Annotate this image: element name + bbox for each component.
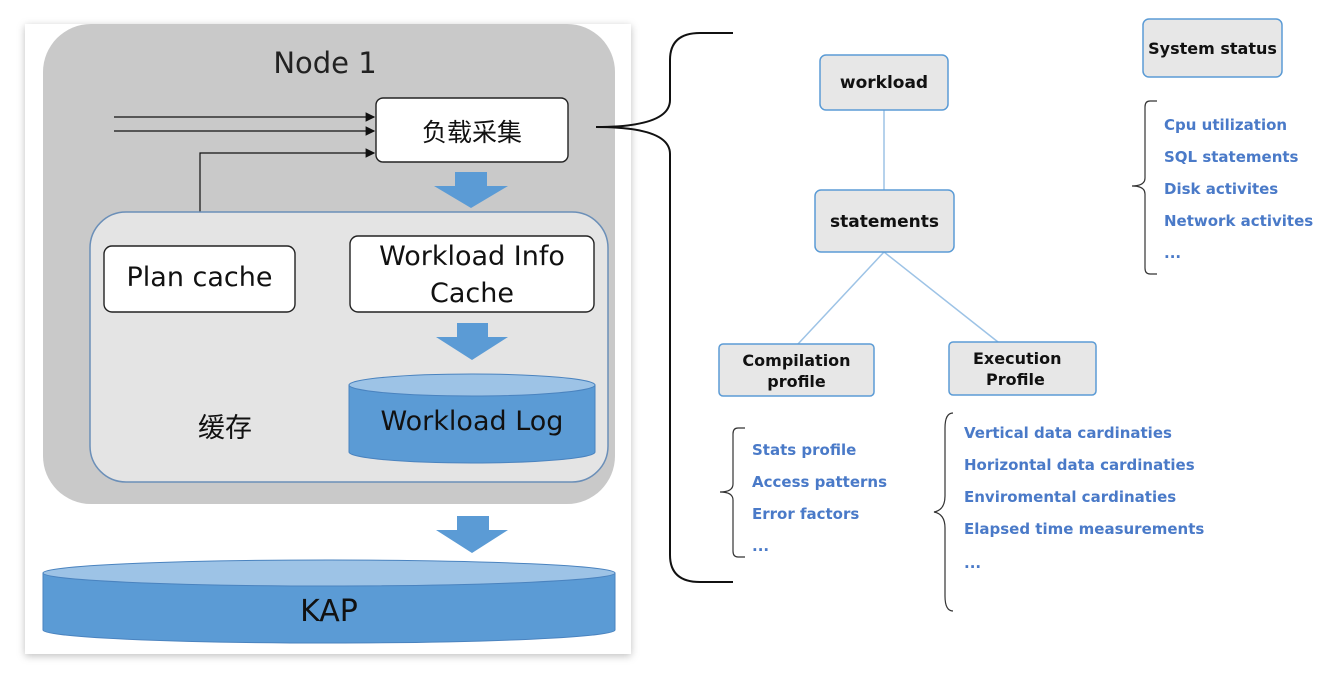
compilation-line2: profile (767, 372, 826, 391)
collector-box (375, 97, 569, 163)
cache-area-label: 缓存 (198, 413, 252, 444)
workload-info-cache-line1: Workload Info (379, 241, 565, 272)
execution-item: ... (964, 554, 982, 572)
kap-cylinder-body (42, 572, 616, 644)
compilation-brace (719, 427, 745, 558)
compilation-item: Error factors (752, 505, 860, 523)
system-status-box (1142, 18, 1283, 78)
plan-cache-label: Plan cache (126, 262, 273, 293)
execution-brace (933, 412, 954, 612)
execution-profile-box (948, 341, 1097, 396)
plan-cache-feedback-arrow (199, 148, 376, 213)
workload-log-cylinder-top (348, 373, 596, 397)
execution-item: Vertical data cardinaties (964, 424, 1172, 442)
compilation-line1: Compilation (742, 351, 851, 370)
execution-line1: Execution (973, 349, 1062, 368)
tree-connector (883, 251, 999, 343)
execution-item: Horizontal data cardinaties (964, 456, 1195, 474)
down-arrow-icon (436, 516, 508, 553)
execution-item: Enviromental cardinaties (964, 488, 1177, 506)
workload-info-cache-box (349, 235, 595, 313)
collector-label: 负载采集 (421, 118, 522, 147)
plan-cache-box (103, 245, 296, 313)
workload-log-label: Workload Log (380, 406, 564, 437)
statements-node-box (814, 189, 955, 253)
kap-cylinder-top (42, 559, 616, 587)
compilation-profile-box (718, 343, 875, 397)
compilation-item: Stats profile (752, 441, 857, 459)
status-item: SQL statements (1164, 148, 1299, 166)
execution-line2: Profile (986, 370, 1045, 389)
compilation-item: ... (752, 537, 770, 555)
node-title: Node 1 (273, 46, 377, 80)
system-status-label: System status (1148, 39, 1277, 58)
big-brace (595, 32, 733, 583)
status-item: Cpu utilization (1164, 116, 1288, 134)
kap-label: KAP (300, 594, 358, 629)
status-item: ... (1164, 244, 1182, 262)
workload-log-cylinder-body (348, 384, 596, 464)
workload-node-box (819, 54, 949, 111)
system-status-brace (1131, 100, 1157, 275)
down-arrow-icon (436, 323, 508, 360)
compilation-item: Access patterns (752, 473, 888, 491)
statements-node-label: statements (830, 212, 939, 232)
workload-info-cache-line2: Cache (430, 278, 514, 309)
down-arrow-icon (434, 172, 508, 208)
status-item: Network activites (1164, 212, 1314, 230)
execution-item: Elapsed time measurements (964, 520, 1205, 538)
tree-connector (797, 251, 885, 345)
workload-node-label: workload (839, 73, 929, 93)
status-item: Disk activites (1164, 180, 1279, 198)
